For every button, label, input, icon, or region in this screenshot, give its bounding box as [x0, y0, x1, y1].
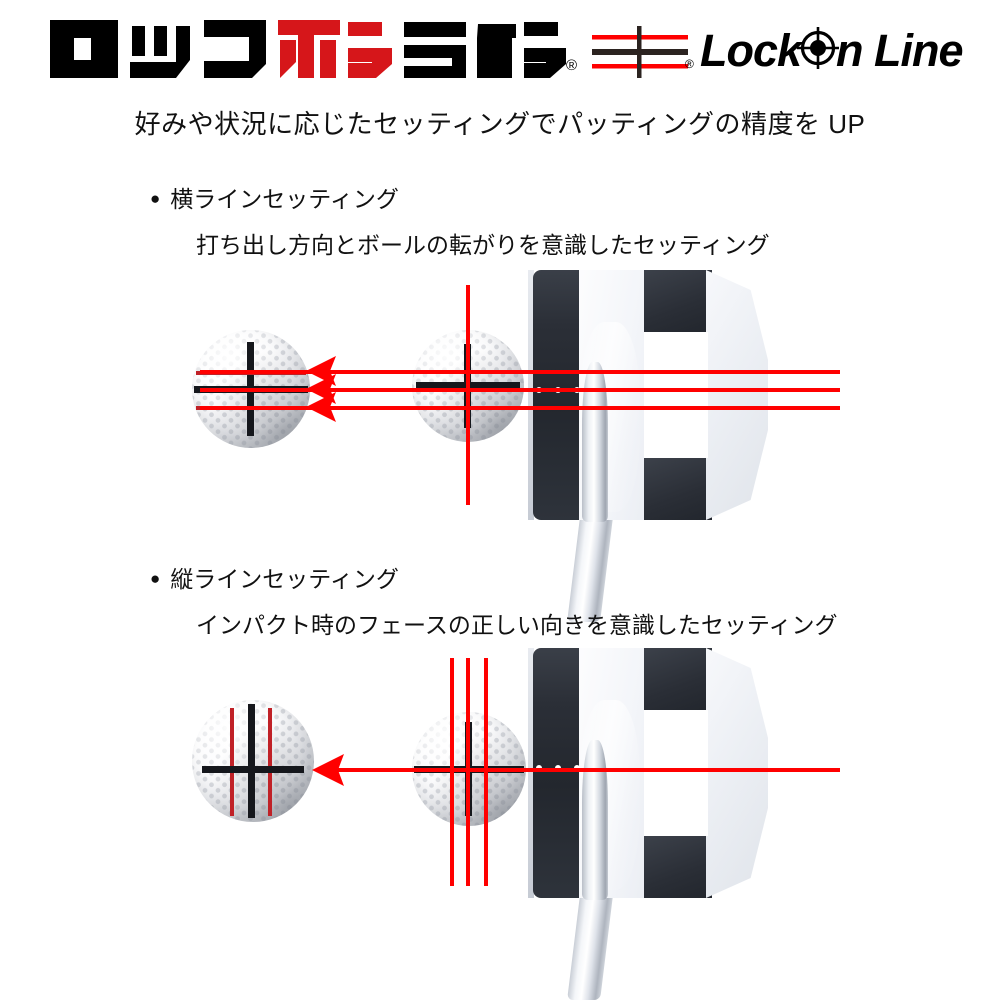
brand-logo-lockonline: Lock n Line — [700, 25, 964, 76]
brand-logo-katakana — [50, 20, 566, 78]
putter-head-horizontal — [520, 262, 800, 622]
section-1-heading: ● 横ラインセッティング — [150, 180, 399, 214]
alignment-line-h-2 — [200, 388, 840, 392]
ball-mark-red-right — [268, 708, 272, 816]
section-1-subtitle: 打ち出し方向とボールの転がりを意識したセッティング — [196, 232, 770, 258]
page-tagline: 好みや状況に応じたセッティングでパッティングの精度を UP — [134, 109, 866, 139]
ball-mark-red-left — [230, 708, 234, 816]
putter-hosel — [582, 362, 608, 522]
ball-mark-vertical — [248, 704, 255, 818]
putter-black-block-top — [644, 648, 712, 710]
putter-black-block-bottom — [644, 836, 712, 898]
section-1-bullet: ● — [150, 189, 161, 208]
putter-cutout — [644, 332, 708, 458]
crosshair-mark-icon — [592, 26, 688, 78]
svg-text:Lock: Lock — [700, 25, 804, 76]
section-2-subtitle: インパクト時のフェースの正しい向きを意識したセッティング — [196, 612, 838, 638]
registered-mark-katakana: ® — [566, 57, 578, 74]
alignment-line-v-2 — [466, 658, 470, 886]
alignment-line-h-3 — [200, 406, 840, 410]
putter-cutout — [644, 710, 708, 836]
alignment-line-v-3 — [484, 658, 488, 886]
putter-face-edge — [528, 648, 534, 898]
svg-text:n Line: n Line — [836, 25, 963, 76]
arrow-head-3-icon — [306, 392, 336, 422]
ball-mark-horizontal — [202, 766, 304, 773]
alignment-line-v-center — [466, 285, 470, 505]
section-2-heading: ● 縦ラインセッティング — [150, 560, 399, 594]
alignment-line-h-single — [324, 768, 840, 772]
alignment-line-v-1 — [450, 658, 454, 886]
putter-black-block-top — [644, 270, 712, 332]
putter-hosel — [582, 740, 608, 900]
putter-head-vertical — [520, 640, 800, 1000]
section-1-title: 横ラインセッティング — [170, 186, 399, 212]
section-2-title: 縦ラインセッティング — [170, 566, 399, 592]
section-2-bullet: ● — [150, 569, 161, 588]
putter-face — [533, 648, 579, 898]
alignment-line-h-1 — [200, 370, 840, 374]
putter-rim — [706, 270, 768, 520]
putter-rim — [706, 648, 768, 898]
golf-ball-target-vertical — [192, 700, 314, 822]
putter-face — [533, 270, 579, 520]
registered-mark-crosshair: ® — [685, 57, 694, 71]
arrow-head-single-icon — [312, 754, 344, 786]
putter-black-block-bottom — [644, 458, 712, 520]
putter-face-edge — [528, 270, 534, 520]
